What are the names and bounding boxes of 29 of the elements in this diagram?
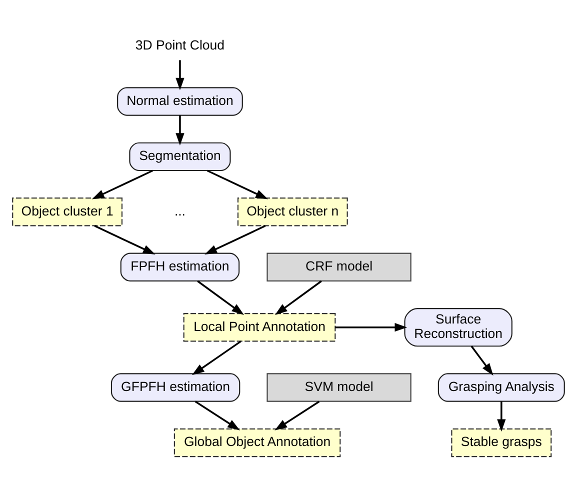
node-box: Grasping Analysis — [438, 372, 565, 402]
node-text: 3D Point Cloud — [135, 37, 225, 52]
arrow — [497, 400, 506, 432]
arrow — [470, 345, 494, 376]
arrow — [176, 114, 184, 146]
label: ... — [174, 202, 186, 218]
node-box: FPFH estimation — [120, 252, 240, 281]
node-box: CRF model — [266, 252, 412, 281]
node-box: SVM model — [266, 372, 412, 402]
arrow — [274, 400, 320, 430]
node-box: Stable grasps — [451, 428, 552, 457]
node-box: GFPFH estimation — [110, 372, 240, 402]
arrow — [194, 400, 240, 430]
node-box: Normal estimation — [117, 86, 243, 116]
node-box: Segmentation — [129, 142, 231, 171]
node-box: Object cluster 1 — [12, 197, 123, 226]
node-box: Local Point Annotation — [183, 312, 336, 342]
node-box: Global Object Annotation — [174, 428, 341, 457]
node-box: Object cluster n — [237, 197, 348, 226]
arrow — [274, 280, 322, 314]
arrow — [206, 169, 268, 199]
arrow — [176, 60, 184, 90]
node-box: Surface Reconstruction — [404, 308, 512, 346]
arrow — [92, 169, 154, 199]
arrow — [197, 280, 244, 314]
arrow — [335, 322, 408, 332]
arrow — [192, 340, 242, 375]
arrow — [204, 224, 266, 254]
arrow — [94, 224, 156, 254]
